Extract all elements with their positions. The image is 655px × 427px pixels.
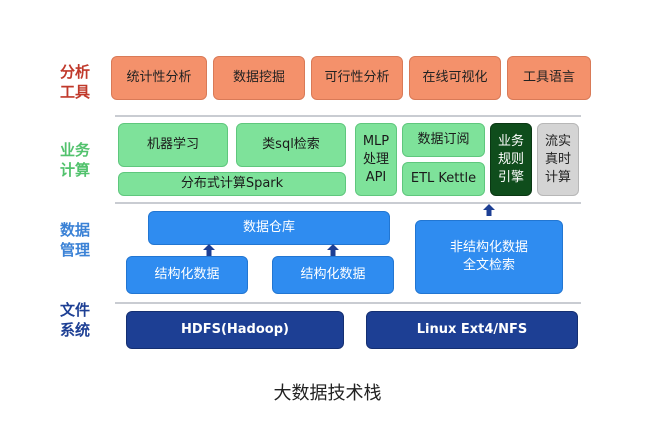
data-structured-left: 结构化数据 xyxy=(126,256,248,294)
arrow-up-icon xyxy=(483,204,495,216)
analysis-tool-feasibility: 可行性分析 xyxy=(311,56,403,100)
arrow-up-icon xyxy=(327,244,339,256)
data-warehouse: 数据仓库 xyxy=(148,211,390,245)
compute-data-subscribe: 数据订阅 xyxy=(402,123,485,157)
compute-machine-learning: 机器学习 xyxy=(118,123,228,167)
analysis-tool-visualization: 在线可视化 xyxy=(409,56,501,100)
fs-hdfs: HDFS(Hadoop) xyxy=(126,311,344,349)
compute-etl-kettle: ETL Kettle xyxy=(402,162,485,196)
fs-linux: Linux Ext4/NFS xyxy=(366,311,578,349)
arrow-up-icon xyxy=(203,244,215,256)
compute-sql-search: 类sql检索 xyxy=(236,123,346,167)
data-structured-right: 结构化数据 xyxy=(272,256,394,294)
divider-3 xyxy=(115,302,581,304)
layer-label-data: 数据 管理 xyxy=(59,221,90,259)
compute-stream-realtime: 流实 真时 计算 xyxy=(537,123,579,196)
analysis-tool-language: 工具语言 xyxy=(507,56,591,100)
compute-spark: 分布式计算Spark xyxy=(118,172,346,196)
divider-2 xyxy=(115,202,581,204)
compute-rules-engine: 业务 规则 引擎 xyxy=(490,123,532,196)
compute-mlp-api: MLP 处理 API xyxy=(355,123,397,196)
layer-label-compute: 业务 计算 xyxy=(59,141,90,179)
divider-1 xyxy=(115,115,581,117)
analysis-tool-statistics: 统计性分析 xyxy=(111,56,207,100)
layer-label-analysis: 分析 工具 xyxy=(59,63,90,101)
analysis-tool-mining: 数据挖掘 xyxy=(213,56,305,100)
diagram-caption: 大数据技术栈 xyxy=(273,383,382,404)
data-unstructured-search: 非结构化数据 全文检索 xyxy=(415,220,563,294)
layer-label-file: 文件 系统 xyxy=(59,301,90,339)
